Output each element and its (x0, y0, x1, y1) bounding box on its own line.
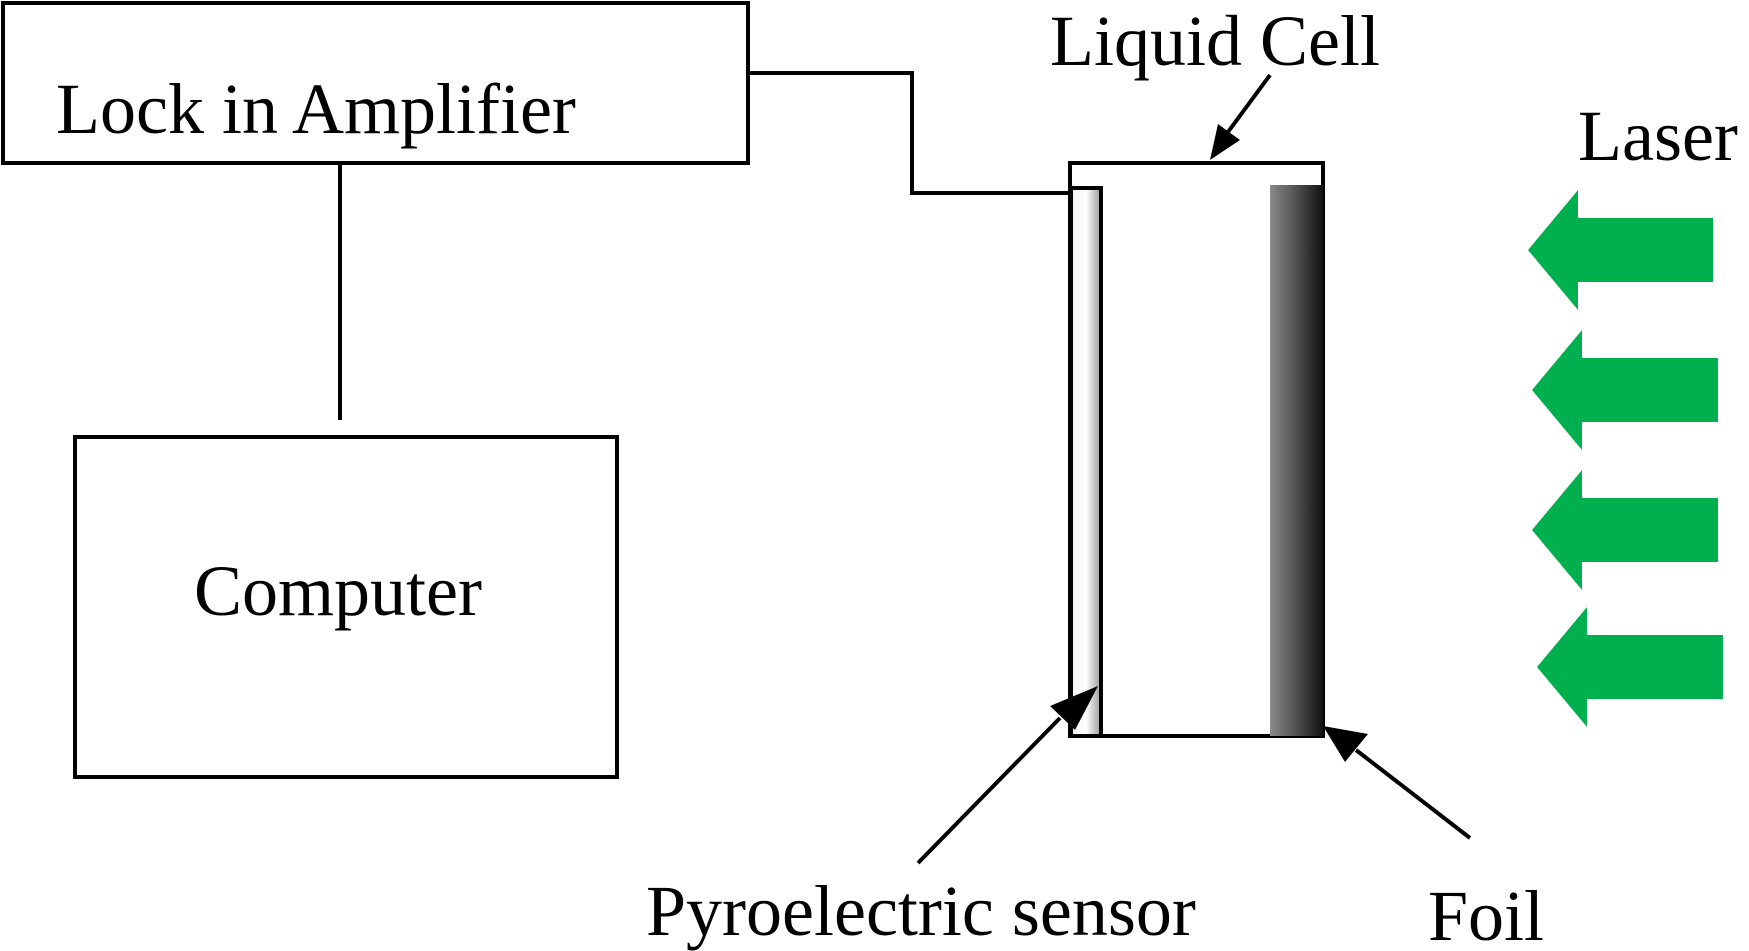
laser-beam-arrows (1528, 190, 1723, 727)
laser-arrow-icon (1537, 607, 1723, 727)
laser-label: Laser (1578, 96, 1738, 176)
laser-arrow-icon (1532, 470, 1718, 590)
laser-arrow-icon (1528, 190, 1713, 310)
computer-label: Computer (194, 551, 482, 631)
amplifier-sensor-connection (748, 71, 1070, 195)
foil-label: Foil (1428, 876, 1544, 951)
laser-arrow-icon (1532, 330, 1718, 450)
pyroelectric-sensor-label: Pyroelectric sensor (646, 871, 1196, 951)
pyroelectric-sensor-strip (1069, 186, 1103, 738)
foil-pointer-arrow-icon (1323, 726, 1472, 840)
liquid-cell-label: Liquid Cell (1050, 1, 1380, 81)
sensor-pointer-arrow-icon (916, 686, 1098, 865)
lock-in-amplifier-label: Lock in Amplifier (56, 69, 576, 149)
liquid-cell-pointer-arrow-icon (1210, 73, 1272, 160)
computer-box (73, 435, 619, 779)
lock-in-amplifier-box (1, 1, 750, 165)
foil-strip (1270, 185, 1323, 736)
